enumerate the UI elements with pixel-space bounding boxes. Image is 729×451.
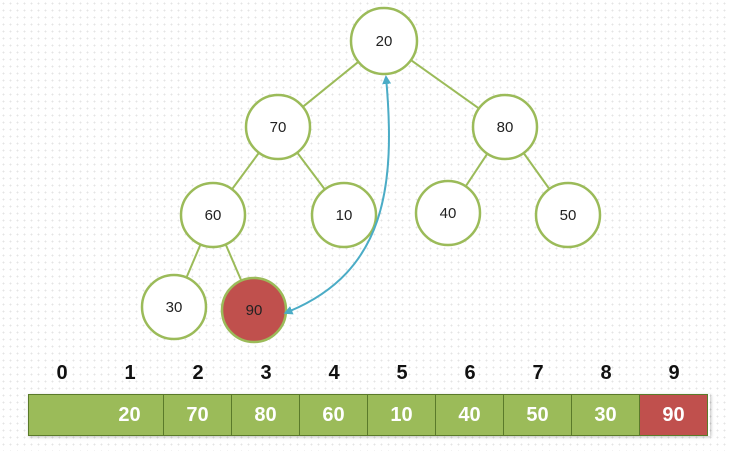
array-index-1: 1 (124, 362, 136, 384)
node-circle (534, 181, 602, 249)
array-index-9: 9 (668, 362, 680, 384)
tree-node-80: 80 (471, 93, 539, 161)
tree-node-30: 30 (140, 273, 208, 341)
array-cell-0 (28, 394, 97, 436)
node-label: 10 (336, 207, 353, 224)
node-circle (179, 181, 247, 249)
array-index-4: 4 (328, 362, 340, 384)
node-circle (471, 93, 539, 161)
array-cell-5: 10 (368, 394, 436, 436)
node-label: 40 (440, 205, 457, 222)
node-circle (349, 6, 419, 76)
array-index-5: 5 (396, 362, 408, 384)
array-cell-4: 60 (300, 394, 368, 436)
node-label: 20 (376, 33, 393, 50)
tree-edge-20-80 (410, 59, 480, 110)
tree-edges (185, 59, 551, 282)
array-index-2: 2 (192, 362, 204, 384)
array-cell-8: 30 (572, 394, 640, 436)
node-label: 60 (205, 207, 222, 224)
array-cell-7: 50 (504, 394, 572, 436)
tree-node-10: 10 (310, 181, 378, 249)
tree-node-50: 50 (534, 181, 602, 249)
node-label: 30 (166, 299, 183, 316)
node-label: 70 (270, 119, 287, 136)
tree-edge-80-50 (522, 152, 551, 190)
tree-node-70: 70 (244, 93, 312, 161)
node-circle (140, 273, 208, 341)
tree-edge-70-60 (231, 152, 260, 190)
tree-edge-60-30 (185, 244, 202, 278)
array-cell-9: 90 (640, 394, 708, 436)
tree-node-90: 90 (220, 276, 288, 344)
tree-node-60: 60 (179, 181, 247, 249)
swap-arrow-layer (283, 75, 392, 315)
heap-tree-diagram: 20 70 80 60 10 40 50 30 90 (140, 6, 602, 344)
array-index-6: 6 (464, 362, 476, 384)
tree-edge-60-90 (224, 243, 243, 282)
swap-arrow (283, 75, 392, 315)
tree-edge-70-10 (296, 152, 326, 190)
array-cell-1: 20 (96, 394, 164, 436)
array-index-0: 0 (56, 362, 68, 384)
node-label: 90 (246, 302, 263, 319)
node-circle (414, 179, 482, 247)
tree-nodes: 20 70 80 60 10 40 50 30 90 (140, 6, 602, 344)
tree-node-20: 20 (349, 6, 419, 76)
array-index-8: 8 (600, 362, 612, 384)
tree-node-40: 40 (414, 179, 482, 247)
node-label: 80 (497, 119, 514, 136)
array-index-3: 3 (260, 362, 272, 384)
node-label: 50 (560, 207, 577, 224)
array-cell-3: 80 (232, 394, 300, 436)
tree-edge-80-40 (464, 153, 489, 187)
array-index-7: 7 (532, 362, 544, 384)
tree-edge-20-70 (302, 61, 360, 108)
array-cell-6: 40 (436, 394, 504, 436)
array-cell-2: 70 (164, 394, 232, 436)
array-index-row: 0 1 2 3 4 5 6 7 8 9 (28, 362, 710, 390)
